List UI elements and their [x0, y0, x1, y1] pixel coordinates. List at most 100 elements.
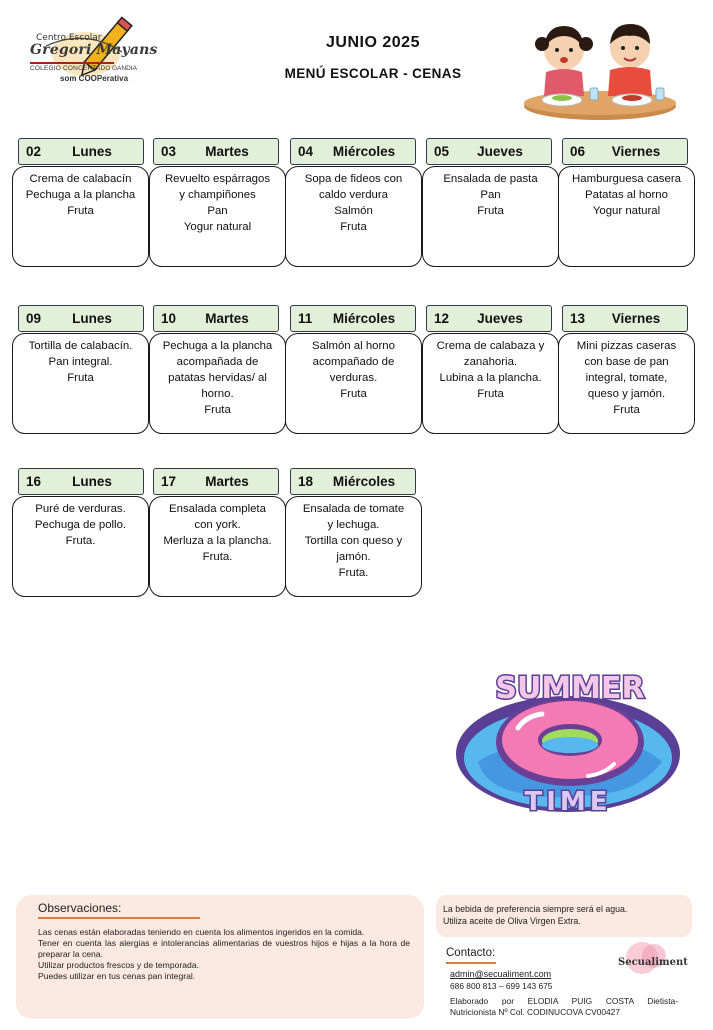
- secualiment-logo-graphic: [626, 942, 666, 974]
- menu-item: Pan integral.: [48, 356, 113, 368]
- menu-item: Fruta: [477, 205, 504, 217]
- menu-item: Tortilla de calabacín.: [28, 340, 133, 352]
- observations-title: Observaciones:: [38, 901, 122, 915]
- day-name: Lunes: [72, 311, 112, 326]
- menu-item: Fruta: [477, 388, 504, 400]
- menu-item: Fruta: [340, 221, 367, 233]
- menu-item: Crema de calabaza y: [436, 340, 545, 352]
- logo-line-1: Centro Escolar: [36, 33, 102, 43]
- menu-item: Pechuga a la plancha: [162, 340, 273, 352]
- menu-item: Ensalada de tomate: [302, 503, 405, 515]
- day-header: 03 Martes: [153, 138, 279, 165]
- secualiment-brand: Secualiment: [618, 957, 688, 968]
- contact-title: Contacto:: [446, 947, 496, 959]
- observation-line: Tener en cuenta las alergias e intoleran…: [38, 938, 410, 959]
- menu-item: verduras.: [329, 372, 378, 384]
- menu-item: Tortilla con queso y: [304, 535, 403, 547]
- day-header: 06 Viernes: [562, 138, 688, 165]
- sticker-bottom-word: TIME: [524, 787, 611, 817]
- contact-email-link[interactable]: admin@secualiment.com: [450, 969, 552, 979]
- day-number: 12: [434, 311, 450, 326]
- school-logo-graphic: [45, 16, 133, 77]
- menu-item: acompañada de: [176, 356, 259, 368]
- day-number: 02: [26, 144, 42, 159]
- menu-item: Fruta.: [65, 535, 96, 547]
- menu-item: Pan: [480, 189, 501, 201]
- day-name: Martes: [205, 311, 249, 326]
- menu-item: Revuelto espárragos: [164, 173, 271, 185]
- logo-line-5: som COOPerativa: [60, 74, 129, 83]
- menu-item: Fruta.: [338, 567, 369, 579]
- day-name: Martes: [205, 144, 249, 159]
- observations-underline: [38, 917, 200, 919]
- contact-underline: [446, 962, 496, 964]
- day-number: 09: [26, 311, 42, 326]
- observation-line: Utilizar productos frescos y de temporad…: [38, 960, 199, 970]
- day-header: 18 Miércoles: [290, 468, 416, 495]
- menu-item: Fruta: [340, 388, 367, 400]
- observations-box: Observaciones: Las cenas están elaborada…: [16, 895, 424, 1019]
- menu-item: Pan: [207, 205, 228, 217]
- menu-item: Puré de verduras.: [35, 503, 126, 515]
- page-title: JUNIO 2025: [326, 34, 420, 51]
- menu-item: y lechuga.: [327, 519, 380, 531]
- menu-item: Ensalada de pasta: [443, 173, 538, 185]
- menu-item: Pechuga a la plancha: [25, 189, 136, 201]
- day-header: 02 Lunes: [18, 138, 144, 165]
- menu-item: jamón.: [336, 551, 371, 563]
- day-header: 10 Martes: [153, 305, 279, 332]
- logo-line-2: Gregori Mayans: [30, 42, 158, 58]
- menu-item: Pechuga de pollo.: [34, 519, 127, 531]
- menu-item: Yogur natural: [592, 205, 661, 217]
- contact-elaborado: Elaborado por ELODIA PUIG COSTA Dietista…: [450, 996, 678, 1006]
- sticker-top-word: SUMMER: [495, 671, 644, 706]
- day-name: Miércoles: [332, 474, 396, 489]
- day-menu-box: Ensalada de tomate y lechuga. Tortilla con…: [285, 496, 422, 597]
- menu-item: caldo verdura: [318, 189, 389, 201]
- menu-item: Salmón al horno: [312, 340, 395, 352]
- day-name: Viernes: [611, 311, 661, 326]
- day-menu-box: Tortilla de calabacín.Pan integral.Fruta: [12, 333, 149, 434]
- logo-line-3: COLEGIO CONCERTADO: [30, 65, 111, 72]
- day-header: 09 Lunes: [18, 305, 144, 332]
- day-number: 03: [161, 144, 177, 159]
- menu-item: Fruta: [613, 404, 640, 416]
- day-number: 18: [298, 474, 314, 489]
- kids-eating-illustration: [524, 24, 676, 120]
- menu-item: Merluza a la plancha.: [163, 535, 272, 547]
- day-number: 05: [434, 144, 450, 159]
- day-number: 10: [161, 311, 177, 326]
- logo-divider: [30, 62, 114, 64]
- day-number: 11: [298, 311, 313, 326]
- menu-item: queso y jamón.: [587, 388, 666, 400]
- drink-note-line-2: Utiliza aceite de Oliva Virgen Extra.: [443, 916, 581, 926]
- day-name: Viernes: [611, 144, 661, 159]
- menu-item: patatas hervidas/ al: [168, 372, 267, 384]
- menu-item: Salmón: [334, 205, 373, 217]
- menu-item: Sopa de fideos con: [304, 173, 403, 185]
- menu-item: Hamburguesa casera: [572, 173, 681, 185]
- day-name: Lunes: [72, 144, 112, 159]
- day-header: 12 Jueves: [426, 305, 552, 332]
- day-name: Lunes: [72, 474, 112, 489]
- observation-line: Puedes utilizar en tus cenas pan integra…: [38, 971, 196, 981]
- menu-item: horno.: [201, 388, 234, 400]
- day-number: 06: [570, 144, 586, 159]
- drink-note-line-1: La bebida de preferencia siempre será el…: [443, 904, 628, 914]
- menu-item: Fruta: [67, 205, 94, 217]
- menu-item: con york.: [194, 519, 241, 531]
- menu-item: zanahoria.: [463, 356, 518, 368]
- day-name: Jueves: [477, 311, 523, 326]
- logo-line-4: GANDIA: [112, 65, 137, 72]
- menu-item: Patatas al horno: [585, 189, 668, 201]
